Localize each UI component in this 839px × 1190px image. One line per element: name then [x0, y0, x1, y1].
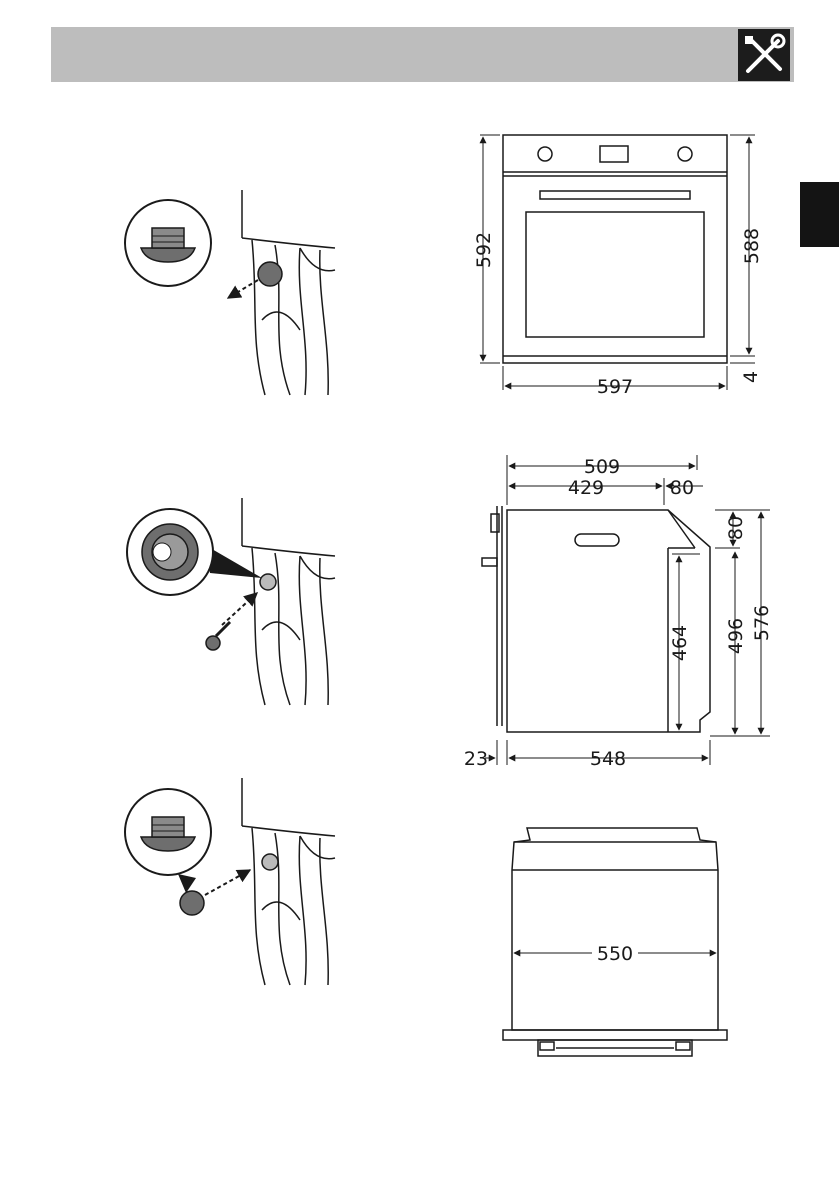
step3-reinsert-cap	[242, 778, 335, 985]
step1-cap	[258, 262, 282, 286]
step3-callout	[178, 874, 196, 893]
step2-arrow	[222, 593, 257, 625]
step2-zoom-hole-icon	[127, 509, 213, 595]
step3-arrow	[205, 870, 250, 895]
side-front-23-label: 23	[464, 748, 488, 770]
front-width-label: 597	[597, 376, 633, 398]
side-right-80-label: 80	[725, 516, 747, 540]
step1-remove-cap	[242, 190, 335, 395]
step2-insert-screw	[242, 498, 335, 705]
front-view-dimension-lines	[480, 135, 755, 390]
front-view-oven	[503, 135, 727, 363]
step3-zoom-cap-icon	[125, 789, 211, 875]
side-height-576-label: 576	[751, 605, 773, 641]
front-bottom-gap-label: 4	[740, 371, 762, 383]
side-depth-509-label: 509	[584, 456, 620, 478]
top-width-550-label: 550	[597, 943, 633, 965]
side-top-80-label: 80	[670, 477, 694, 499]
side-view-dimension-lines	[485, 455, 770, 765]
step2-hole	[260, 574, 276, 590]
side-depth-429-label: 429	[568, 477, 604, 499]
step2-screw-icon	[206, 622, 230, 650]
front-height-overall-label: 592	[473, 232, 495, 268]
step1-arrow	[228, 280, 258, 298]
step3-hole	[262, 854, 278, 870]
side-height-464-label: 464	[669, 625, 691, 661]
front-height-body-label: 588	[741, 228, 763, 264]
step3-cap	[180, 891, 204, 915]
side-view-oven	[482, 506, 710, 732]
side-height-496-label: 496	[725, 618, 747, 654]
side-depth-548-label: 548	[590, 748, 626, 770]
step1-zoom-cap-icon	[125, 200, 211, 286]
